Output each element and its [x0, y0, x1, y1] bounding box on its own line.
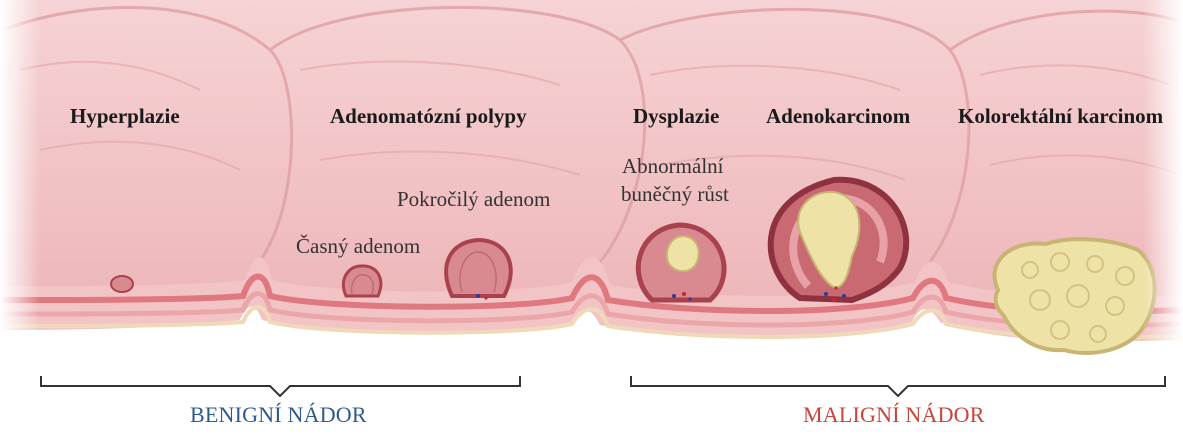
polyp-hyperplasia	[111, 276, 133, 292]
label-adenokarcinom: Adenokarcinom	[766, 104, 910, 129]
malign-bracket	[631, 376, 1165, 396]
label-casny-adenom: Časný adenom	[296, 234, 420, 259]
label-abnormalni-line2: buněčný růst	[621, 182, 729, 207]
label-pokrocily-adenom: Pokročilý adenom	[397, 187, 550, 212]
label-malign-tumor: MALIGNÍ NÁDOR	[803, 402, 985, 428]
tumor-colorectal-carcinoma	[995, 239, 1155, 353]
polyp-advanced-adenoma	[446, 240, 511, 300]
label-dysplazie: Dysplazie	[633, 104, 719, 129]
polyp-adenocarcinoma	[771, 180, 906, 302]
polyp-early-adenoma	[343, 266, 380, 296]
benign-bracket	[41, 376, 520, 396]
label-adenomatozni-polypy: Adenomatózní polypy	[330, 104, 527, 129]
label-abnormalni-line1: Abnormální	[622, 154, 723, 179]
label-hyperplazie: Hyperplazie	[70, 104, 180, 129]
polyp-dysplasia	[638, 225, 724, 301]
label-benign-tumor: BENIGNÍ NÁDOR	[190, 402, 367, 428]
label-kolorektalni-karcinom: Kolorektální karcinom	[958, 104, 1163, 129]
